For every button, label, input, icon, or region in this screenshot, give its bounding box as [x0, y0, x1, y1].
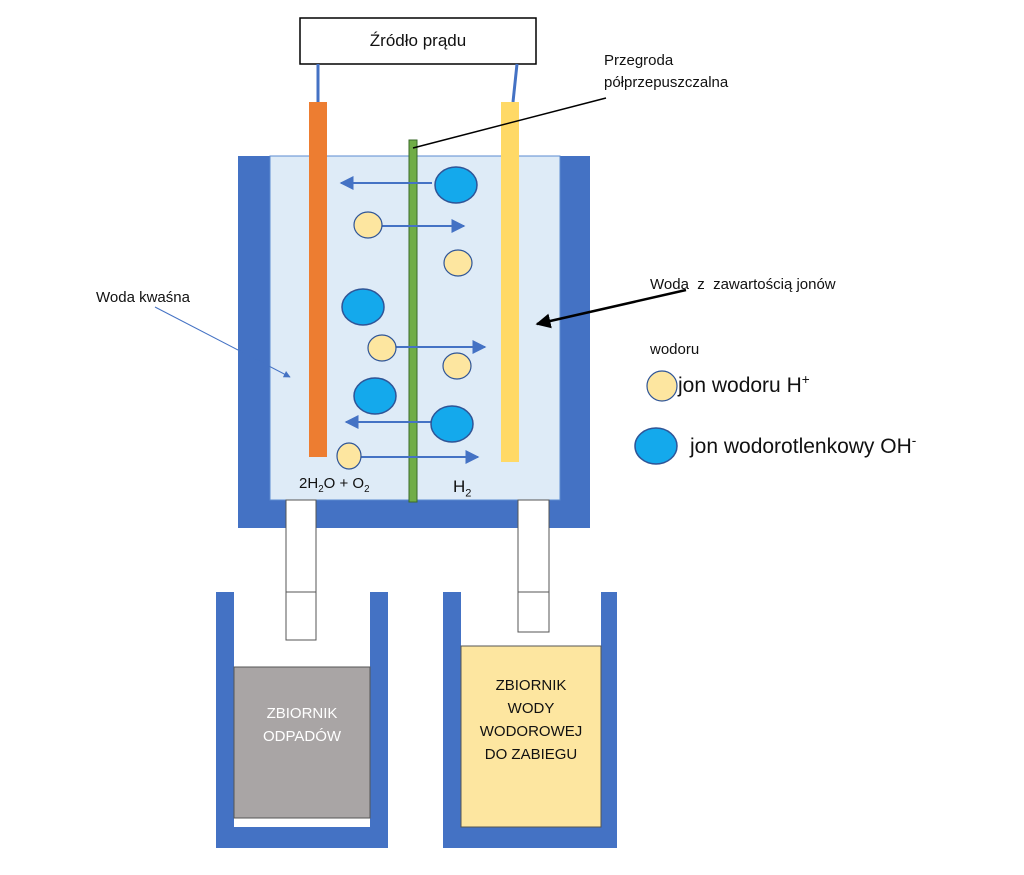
formula-right-sub: 2 — [465, 487, 472, 500]
legend-oh-ion-label: jon wodorotlenkowy OH- — [690, 433, 916, 459]
right-wire — [511, 63, 519, 103]
formula-right-base: H — [453, 477, 466, 496]
hydrogen-water-label-line2: wodoru — [650, 340, 700, 358]
legend-oh-ion-text: jon wodorotlenkowy OH — [690, 435, 912, 458]
hydrogen-water-label-line1: Woda z zawartością jonów — [650, 275, 836, 293]
waste-tank-label: ZBIORNIK ODPADÓW — [234, 690, 370, 760]
hydrogen-tank-label-line3: WODOROWEJ — [479, 723, 583, 740]
hydrogen-tank-fill — [460, 645, 602, 828]
semipermeable-membrane — [408, 139, 418, 503]
hydrogen-tank-label-line1: ZBIORNIK — [495, 676, 567, 694]
cathode-electrode — [501, 102, 519, 462]
hydrogen-tank-label-line4: DO ZABIEGU — [484, 746, 578, 764]
oh-ion — [430, 405, 474, 443]
power-source-box — [299, 17, 537, 65]
h-ion — [353, 211, 383, 239]
oh-ion — [353, 377, 397, 415]
anode-electrode — [309, 102, 327, 457]
legend-h-ion-label: jon wodoru H+ — [678, 372, 810, 398]
legend-oh-ion-sup: - — [911, 433, 917, 448]
acidic-water-pointer — [154, 306, 291, 378]
membrane-pointer — [412, 97, 607, 149]
hydrogen-pipe-end — [517, 591, 550, 633]
hydrogen-water-pointer — [535, 288, 687, 329]
formula-left-mid: O + O — [323, 475, 365, 492]
legend-oh-ion-marker — [634, 427, 678, 465]
acidic-water-label: Woda kwaśna — [96, 289, 190, 306]
hydrogen-water-label: Woda z zawartością jonów wodoru — [650, 230, 836, 382]
oh-ion — [341, 288, 385, 326]
h-ion — [367, 334, 397, 362]
h-ion — [443, 249, 473, 277]
legend-h-ion-sup: + — [801, 372, 810, 387]
oh-ion — [434, 166, 478, 204]
formula-left-sub1: 2 — [318, 484, 324, 495]
membrane-label-line2: półprzepuszczalna — [604, 73, 729, 91]
membrane-label: Przegroda półprzepuszczalna — [604, 50, 728, 94]
waste-tank-fill — [233, 666, 371, 819]
waste-tank-label-line2: ODPADÓW — [262, 728, 342, 745]
anode-reaction-formula: 2H2O + O2 — [299, 475, 370, 495]
hydrogen-tank-label-line2: WODY — [507, 699, 555, 717]
cathode-product-formula: H2 — [453, 477, 471, 499]
formula-left-coef: 2H — [299, 475, 319, 492]
legend-h-ion-text: jon wodoru H — [678, 374, 802, 397]
power-source-label: Źródło prądu — [369, 31, 467, 50]
waste-pipe-end — [285, 591, 317, 641]
legend-h-ion-marker — [646, 370, 678, 402]
h-ion — [336, 442, 362, 470]
formula-left-sub2: 2 — [364, 484, 370, 495]
h-ion — [442, 352, 472, 380]
hydrogen-tank-label: ZBIORNIK WODY WODOROWEJ DO ZABIEGU — [461, 660, 601, 780]
waste-tank-label-line1: ZBIORNIK — [266, 704, 338, 722]
membrane-label-line1: Przegroda — [604, 52, 674, 69]
